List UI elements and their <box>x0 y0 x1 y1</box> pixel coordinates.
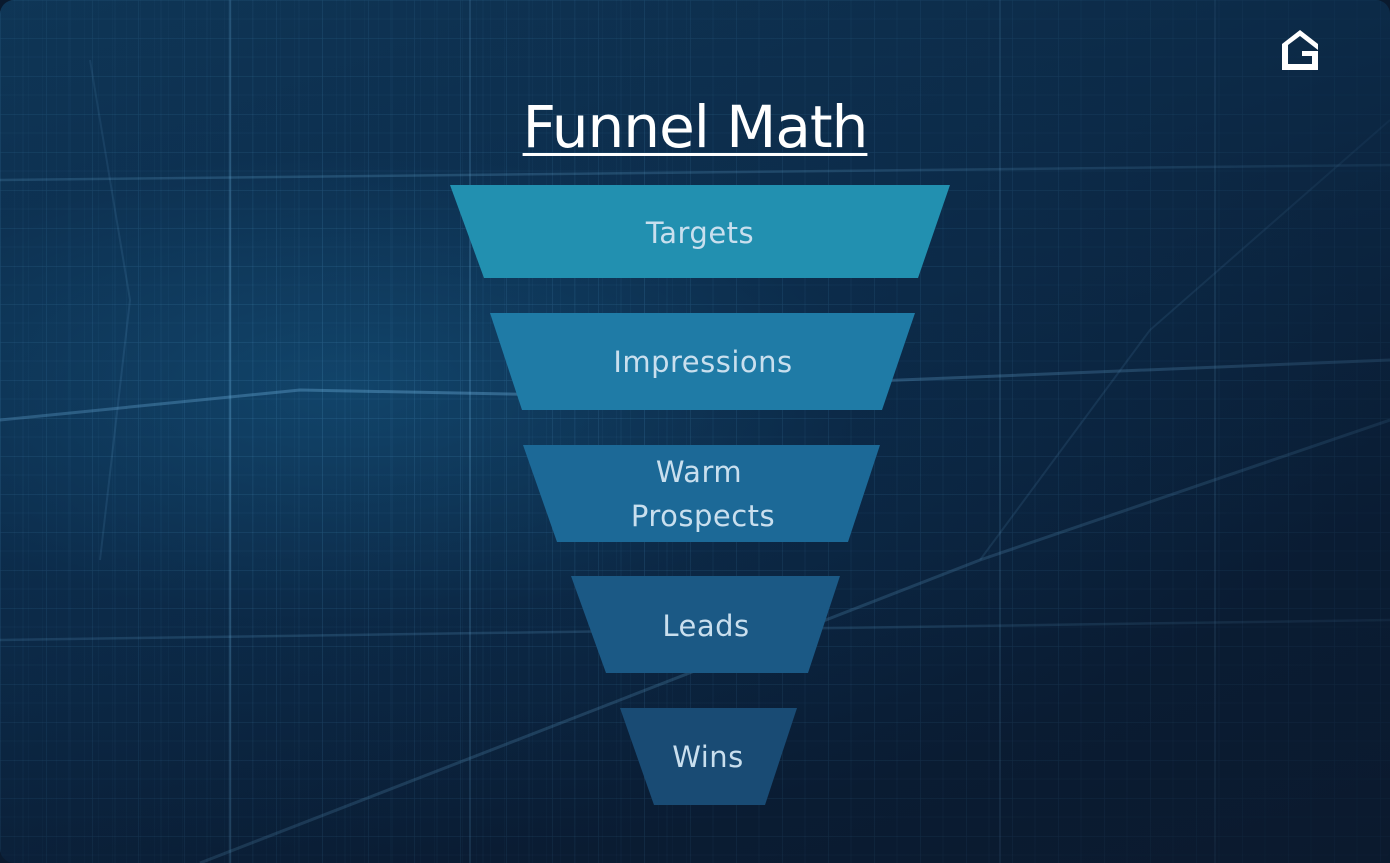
stage-label-leads: Leads <box>662 609 750 643</box>
funnel-stage-warm-prospects <box>523 445 880 542</box>
stage-label-warm: Warm <box>655 455 743 489</box>
funnel-stage-leads <box>571 576 840 673</box>
stage-label-wins: Wins <box>672 740 744 774</box>
stage-label-prospects: Prospects <box>630 499 776 533</box>
stage-label-targets: Targets <box>645 216 755 250</box>
house-g-logo-icon <box>1282 30 1318 70</box>
funnel-stage-targets <box>450 185 950 278</box>
funnel-stage-impressions <box>490 313 915 410</box>
title-text: Funnel Math <box>522 93 869 161</box>
stage-label-impressions: Impressions <box>613 345 793 379</box>
page-title: Funnel Math <box>0 92 1390 162</box>
funnel-stage-wins <box>620 708 797 805</box>
